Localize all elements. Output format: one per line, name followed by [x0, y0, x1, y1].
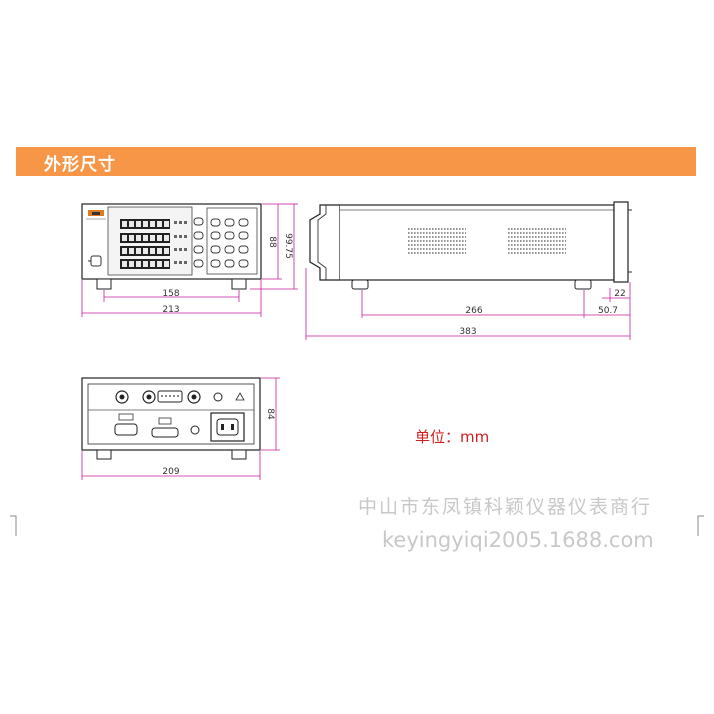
section-title: 外形尺寸	[44, 155, 116, 175]
watermark-company: 中山市东凤镇科颖仪器仪表商行	[358, 496, 653, 518]
front-width-label: 213	[162, 305, 179, 315]
side-length-label: 383	[459, 327, 476, 337]
watermark-url: keyingyiqi2005.1688.com	[382, 528, 654, 552]
front-view	[81, 203, 262, 290]
corner-marks	[10, 515, 704, 536]
side-view	[309, 201, 632, 290]
front-total-height-label: 99.75	[283, 233, 293, 259]
rear-height-label: 84	[265, 408, 275, 420]
side-rear-offset-label: 50.7	[598, 306, 618, 316]
front-dimension-lines	[81, 203, 298, 317]
side-foot-offset-label: 22	[614, 289, 625, 299]
unit-label: 单位：mm	[415, 428, 490, 446]
rear-view	[81, 377, 261, 460]
front-foot-span-label: 158	[162, 289, 179, 299]
rear-dimension-lines	[81, 377, 280, 480]
side-foot-span-label: 266	[465, 306, 482, 316]
front-height-label: 88	[267, 236, 277, 248]
section-header-bar: 外形尺寸	[16, 147, 696, 176]
side-dimension-lines	[305, 268, 631, 340]
rear-width-label: 209	[162, 467, 179, 477]
